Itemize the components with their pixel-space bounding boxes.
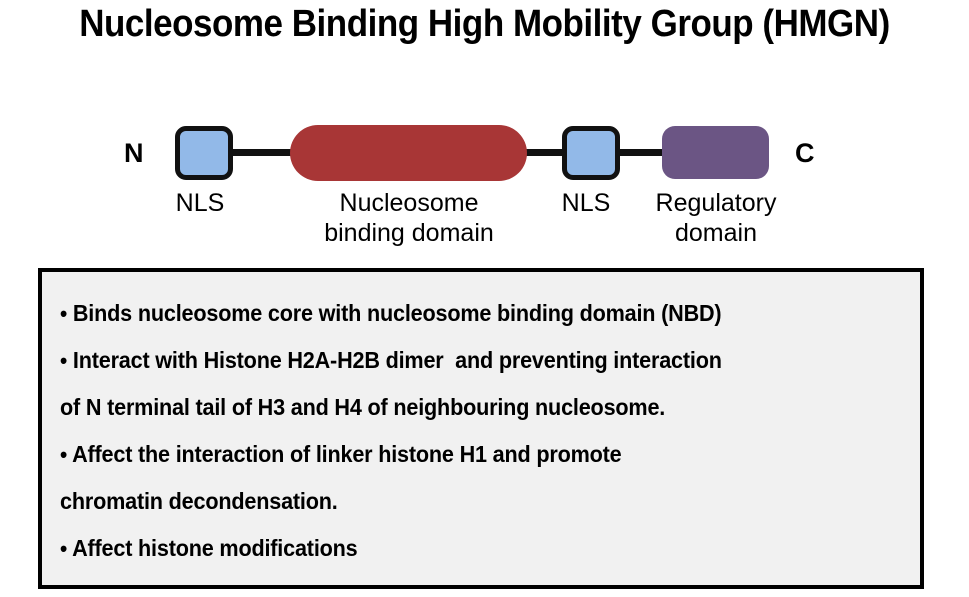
list-item: • Affect the interaction of linker histo… xyxy=(60,431,851,478)
list-item: • Interact with Histone H2A-H2B dimer an… xyxy=(60,337,851,384)
domain-label-nbd-line2: binding domain xyxy=(324,219,494,247)
domain-label-reg-line2: domain xyxy=(675,219,757,247)
domain-shape-regulatory-domain xyxy=(662,126,769,179)
list-item-continuation: of N terminal tail of H3 and H4 of neigh… xyxy=(60,394,666,420)
domain-shape-nucleosome-binding-domain xyxy=(290,125,527,181)
page-title: Nucleosome Binding High Mobility Group (… xyxy=(79,3,890,45)
bullet-marker: • xyxy=(60,442,68,467)
domain-architecture-diagram: N C NLS Nucleosome binding domain NLS Re… xyxy=(0,100,969,255)
domain-shape-nls-1 xyxy=(175,126,233,180)
domain-label-regulatory-domain: Regulatory domain xyxy=(645,188,787,248)
backbone-connector-1 xyxy=(228,149,298,156)
list-item-text: Interact with Histone H2A-H2B dimer and … xyxy=(67,347,722,373)
backbone-connector-3 xyxy=(614,149,670,156)
list-item-text: Binds nucleosome core with nucleosome bi… xyxy=(67,300,722,326)
backbone-connector-2 xyxy=(520,149,570,156)
bullet-marker: • xyxy=(60,348,68,373)
bullet-marker: • xyxy=(60,536,68,561)
list-item-continuation: chromatin decondensation. xyxy=(60,488,338,514)
list-item-text: Affect histone modifications xyxy=(67,535,358,561)
domain-shape-nls-2 xyxy=(562,126,620,180)
n-terminus-label: N xyxy=(124,138,144,168)
domain-label-nbd-line1: Nucleosome xyxy=(339,189,479,217)
domain-label-nls-2: NLS xyxy=(561,189,611,217)
c-terminus-label: C xyxy=(795,138,815,168)
domain-label-nucleosome-binding-domain: Nucleosome binding domain xyxy=(298,188,520,248)
domain-label-nls-1: NLS xyxy=(175,189,225,217)
domain-label-reg-line1: Regulatory xyxy=(655,189,777,217)
function-description-box: • Binds nucleosome core with nucleosome … xyxy=(38,268,924,589)
list-item: • Binds nucleosome core with nucleosome … xyxy=(60,290,851,337)
list-item: • Affect histone modifications xyxy=(60,525,851,572)
list-item-text: Affect the interaction of linker histone… xyxy=(67,441,622,467)
function-bullet-list: • Binds nucleosome core with nucleosome … xyxy=(60,290,902,572)
bullet-marker: • xyxy=(60,301,68,326)
